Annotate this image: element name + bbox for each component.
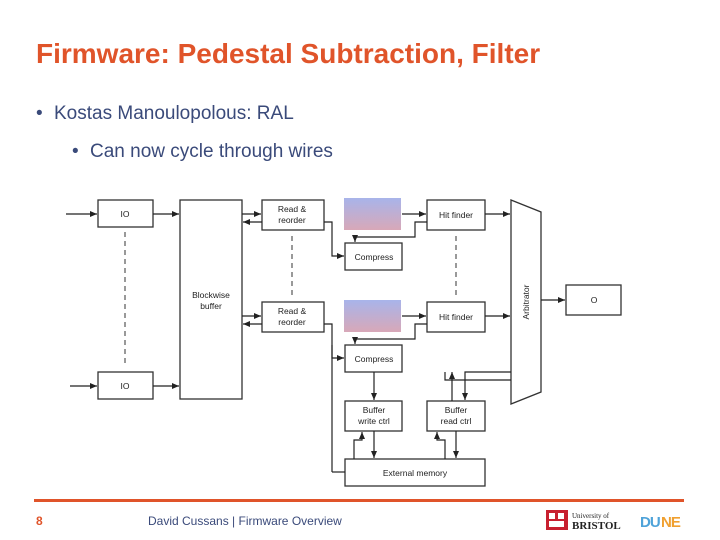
svg-text:DU: DU [640, 514, 660, 531]
compress-2-block [344, 344, 403, 373]
read-reorder-2-block [261, 301, 325, 333]
arbitrator-feedback-line [444, 372, 511, 381]
blockwise-buffer-label-line2: buffer [200, 301, 222, 311]
page-number: 8 [36, 514, 43, 528]
read-reorder-1-label-line1: Read & [278, 204, 307, 214]
svg-text:BRISTOL: BRISTOL [572, 520, 621, 532]
buffer-read-ctrl-label-line1: Buffer [445, 405, 468, 415]
svg-text:University of: University of [572, 512, 610, 520]
buffer-write-ctrl-label-line2: write ctrl [357, 416, 390, 426]
hit-finder-2-label: Hit finder [439, 312, 473, 322]
output-label: O [591, 295, 598, 305]
signal-gradient-1 [344, 198, 401, 230]
sub-bullet-item: • Can now cycle through wires [72, 141, 333, 163]
footer-text: David Cussans | Firmware Overview [148, 514, 342, 528]
buffer-read-ctrl-label-line2: read ctrl [441, 416, 472, 426]
memory-feedback-arrow [434, 432, 446, 459]
university-of-bristol-logo: University of BRISTOL [546, 510, 621, 532]
read-reorder-2-label-line2: reorder [278, 317, 306, 327]
blockwise-buffer-label-line1: Blockwise [192, 290, 230, 300]
memory-to-write-ctrl-arrow [353, 432, 365, 459]
hit-finder-1-label: Hit finder [439, 210, 473, 220]
bullet-marker: • [36, 103, 43, 124]
read-reorder-1-block [261, 199, 325, 231]
output-block [565, 284, 622, 316]
hit-finder-2-block [426, 301, 486, 333]
bullet-item: • Kostas Manoulopolous: RAL [36, 103, 294, 125]
read-reorder-1-label-line2: reorder [278, 215, 306, 225]
io-top-label: IO [121, 209, 130, 219]
io-bottom-block [97, 371, 154, 400]
sub-bullet-text: Can now cycle through wires [90, 141, 333, 162]
buffer-write-ctrl-label-line1: Buffer [363, 405, 386, 415]
compress-1-label: Compress [355, 252, 394, 262]
reorder-to-compress-arrow-1 [324, 221, 344, 259]
hit-finder-1-block [426, 199, 486, 231]
svg-text:NE: NE [661, 514, 681, 531]
compress-1-block [344, 242, 403, 271]
arbitrator-block [510, 199, 542, 405]
reorder-to-compress-arrow-2 [324, 323, 344, 361]
io-top-block [97, 199, 154, 228]
dune-logo: DU NE [640, 514, 682, 531]
buffer-read-ctrl-block [426, 400, 486, 432]
arbitrator-to-read-ctrl-arrow [462, 371, 511, 400]
external-memory-label: External memory [383, 468, 448, 478]
compress-2-label: Compress [355, 354, 394, 364]
arbitrator-label: Arbitrator [521, 284, 531, 319]
bullet-text: Kostas Manoulopolous: RAL [54, 103, 294, 124]
bullet-marker: • [72, 141, 79, 162]
blockwise-buffer-block [179, 199, 243, 400]
buffer-write-ctrl-block [344, 400, 403, 432]
signal-gradient-2 [344, 300, 401, 332]
read-reorder-2-label-line1: Read & [278, 306, 307, 316]
hitfinder-to-compress-arrow-2 [352, 323, 427, 344]
hitfinder-to-compress-arrow-1 [352, 221, 427, 242]
footer-divider [34, 499, 684, 502]
slide-title: Firmware: Pedestal Subtraction, Filter [36, 38, 541, 69]
io-bottom-label: IO [121, 381, 130, 391]
